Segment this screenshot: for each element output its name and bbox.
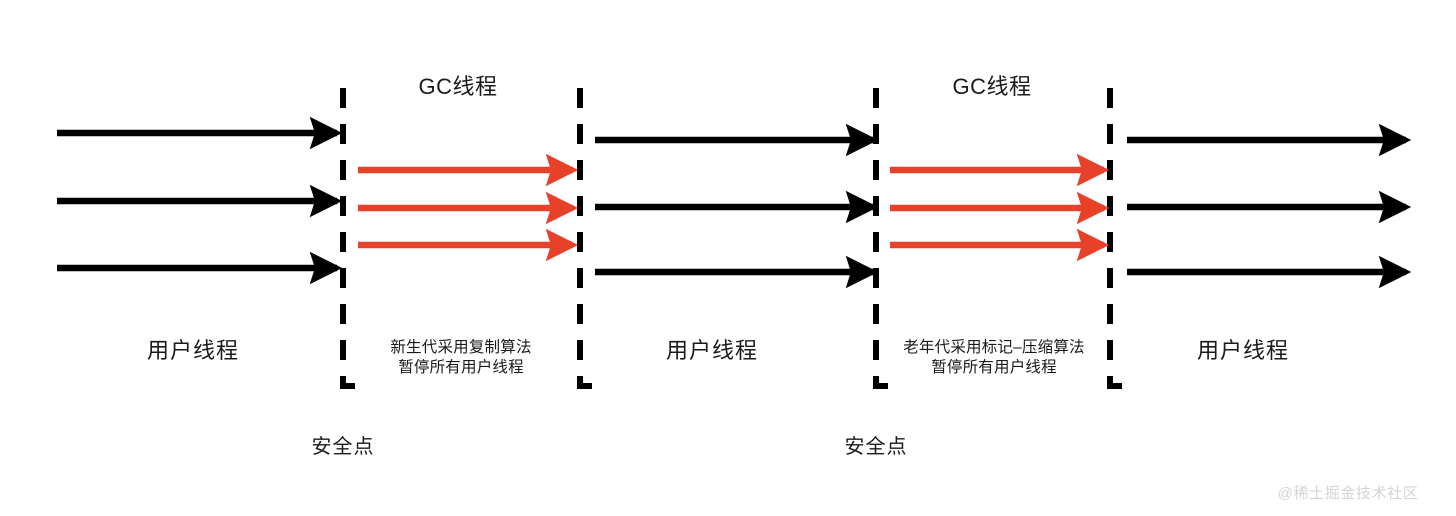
young-gen-phase-line-2: 暂停所有用户线程 bbox=[398, 359, 524, 377]
gc-thread-label-1: GC线程 bbox=[418, 74, 498, 99]
safepoint-label-1: 安全点 bbox=[311, 436, 375, 458]
old-gen-phase-line-2: 暂停所有用户线程 bbox=[931, 359, 1057, 377]
old-gen-phase-label: 老年代采用标记–压缩算法 暂停所有用户线程 bbox=[903, 338, 1085, 379]
safepoint-line-3 bbox=[873, 88, 888, 389]
safepoint-label-2: 安全点 bbox=[844, 436, 908, 458]
safepoint-line-4 bbox=[1107, 88, 1122, 389]
watermark: @稀土掘金技术社区 bbox=[1277, 485, 1419, 502]
young-gen-phase-line-1: 新生代采用复制算法 bbox=[390, 339, 532, 356]
user-thread-label-2: 用户线程 bbox=[665, 338, 759, 363]
gc-thread-arrows-group bbox=[358, 153, 1110, 262]
old-gen-phase-line-1: 老年代采用标记–压缩算法 bbox=[903, 339, 1085, 356]
user-thread-arrows-group bbox=[57, 116, 1412, 289]
young-gen-phase-label: 新生代采用复制算法 暂停所有用户线程 bbox=[390, 338, 531, 379]
gc-thread-label-2: GC线程 bbox=[952, 74, 1032, 99]
user-thread-label-1: 用户线程 bbox=[146, 338, 240, 363]
safepoint-line-3-foot bbox=[873, 378, 888, 389]
user-thread-label-3: 用户线程 bbox=[1196, 338, 1290, 363]
safepoint-line-2-foot bbox=[577, 378, 592, 389]
safepoint-line-4-foot bbox=[1107, 378, 1122, 389]
safepoint-line-1 bbox=[340, 88, 355, 389]
safepoint-line-1-foot bbox=[340, 378, 355, 389]
safepoint-line-2 bbox=[577, 88, 592, 389]
